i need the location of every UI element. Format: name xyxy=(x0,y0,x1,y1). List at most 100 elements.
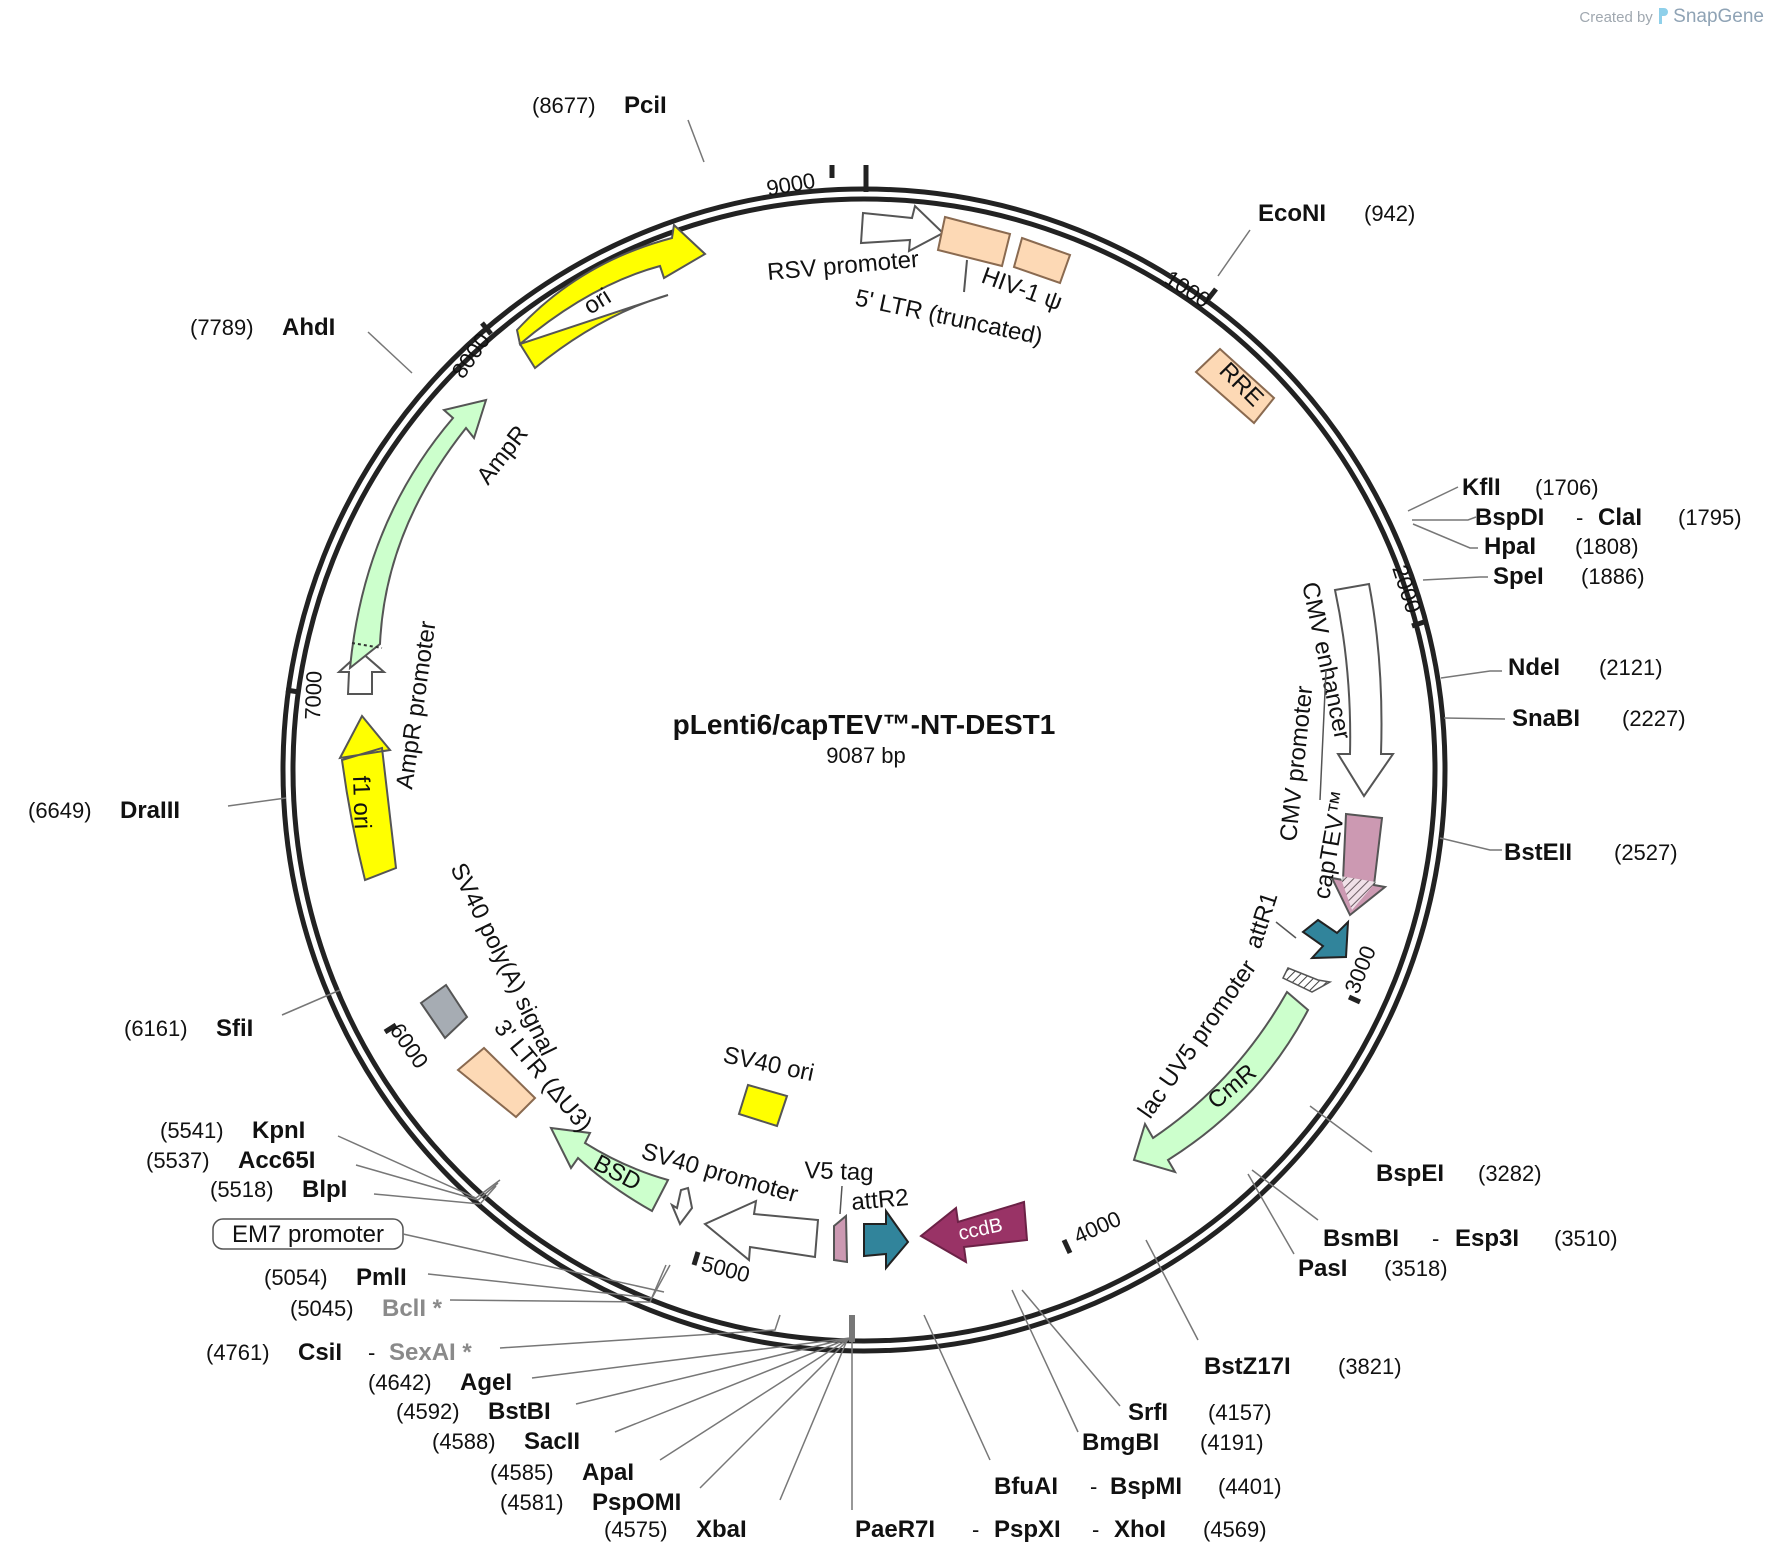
site-kpni[interactable]: (5541) KpnI xyxy=(160,1117,305,1144)
svg-text:BsmBI: BsmBI xyxy=(1323,1225,1399,1252)
plasmid-length: 9087 bp xyxy=(826,743,906,768)
svg-text:BclI *: BclI * xyxy=(382,1295,443,1322)
svg-text:HpaI: HpaI xyxy=(1484,533,1536,560)
site-bsmbi-esp3i[interactable]: BsmBI - Esp3I (3510) xyxy=(1323,1225,1618,1252)
amprprom-label: AmpR promoter xyxy=(391,619,441,790)
svg-text:PciI: PciI xyxy=(624,92,667,119)
v5-label: V5 tag xyxy=(804,1157,874,1186)
svg-text:BfuAI: BfuAI xyxy=(994,1473,1058,1500)
site-bsteii[interactable]: BstEII (2527) xyxy=(1504,839,1678,866)
svg-text:PmlI: PmlI xyxy=(356,1264,407,1291)
site-econi[interactable]: EcoNI (942) xyxy=(1258,200,1415,227)
svg-text:AgeI: AgeI xyxy=(460,1369,512,1396)
site-bfuai-bspmi[interactable]: BfuAI - BspMI (4401) xyxy=(994,1473,1282,1500)
site-hpai[interactable]: HpaI (1808) xyxy=(1484,533,1639,560)
svg-text:-: - xyxy=(1576,505,1583,530)
site-bspei[interactable]: BspEI (3282) xyxy=(1376,1160,1542,1187)
tick-8000 xyxy=(480,321,493,336)
site-agei[interactable]: (4642) AgeI xyxy=(368,1369,512,1396)
feature-v5-tag[interactable]: V5 tag xyxy=(804,1157,874,1264)
svg-text:KflI: KflI xyxy=(1462,474,1501,501)
snapgene-logo-icon xyxy=(1658,8,1668,24)
feature-ampr[interactable]: AmpR xyxy=(348,398,534,671)
svg-text:DraIII: DraIII xyxy=(120,797,180,824)
svg-text:EcoNI: EcoNI xyxy=(1258,200,1326,227)
site-spei[interactable]: SpeI (1886) xyxy=(1493,563,1645,590)
site-paer7i-pspxi-xhoi[interactable]: PaeR7I - PspXI - XhoI (4569) xyxy=(855,1516,1267,1543)
site-pmli[interactable]: (5054) PmlI xyxy=(264,1264,407,1291)
tick-label-4000: 4000 xyxy=(1070,1206,1125,1249)
svg-text:(2227): (2227) xyxy=(1622,706,1686,731)
site-ahdi[interactable]: (7789) AhdI xyxy=(190,314,335,341)
svg-text:SrfI: SrfI xyxy=(1128,1399,1168,1426)
tick-5000 xyxy=(691,1251,701,1266)
site-blpi[interactable]: (5518) BlpI xyxy=(210,1176,347,1203)
svg-text:Esp3I: Esp3I xyxy=(1455,1225,1519,1252)
svg-text:SexAI *: SexAI * xyxy=(389,1339,472,1366)
tick-label-9000: 9000 xyxy=(765,168,818,201)
tick-1000 xyxy=(1203,287,1218,305)
svg-text:(4588): (4588) xyxy=(432,1429,496,1454)
site-pasi[interactable]: PasI (3518) xyxy=(1298,1255,1448,1282)
feature-f1-ori[interactable]: f1 ori xyxy=(338,714,398,882)
site-csii-sexai[interactable]: (4761) CsiI - SexAI * xyxy=(206,1339,472,1366)
site-acc65i[interactable]: (5537) Acc65I xyxy=(146,1147,315,1174)
svg-text:(5518): (5518) xyxy=(210,1177,274,1202)
svg-text:(3518): (3518) xyxy=(1384,1256,1448,1281)
site-bspdi-clai[interactable]: BspDI - ClaI (1795) xyxy=(1475,504,1742,531)
credit-brand: SnapGene xyxy=(1673,6,1764,27)
site-bstbi[interactable]: (4592) BstBI xyxy=(396,1398,551,1425)
tick-label-6000: 6000 xyxy=(385,1019,434,1073)
attr2-label: attR2 xyxy=(850,1184,910,1216)
svg-text:-: - xyxy=(1090,1474,1097,1499)
feature-sv40-promoter[interactable]: SV40 promoter xyxy=(638,1138,820,1262)
svg-text:PaeR7I: PaeR7I xyxy=(855,1516,935,1543)
svg-text:KpnI: KpnI xyxy=(252,1117,305,1144)
sv40prom-label: SV40 promoter xyxy=(638,1138,801,1208)
svg-text:(5537): (5537) xyxy=(146,1148,210,1173)
tick-7000 xyxy=(285,687,300,695)
svg-text:(5541): (5541) xyxy=(160,1118,224,1143)
feature-captev[interactable]: capTEV™ xyxy=(1308,789,1388,917)
feature-attr2[interactable]: attR2 xyxy=(850,1184,910,1271)
site-draiii[interactable]: (6649) DraIII xyxy=(28,797,180,824)
feature-sv40-ori[interactable]: SV40 ori xyxy=(721,1041,817,1128)
site-pspomi[interactable]: (4581) PspOMI xyxy=(500,1489,681,1516)
svg-text:(4585): (4585) xyxy=(490,1460,554,1485)
svg-text:(8677): (8677) xyxy=(532,93,596,118)
svg-text:(4191): (4191) xyxy=(1200,1430,1264,1455)
svg-text:(2527): (2527) xyxy=(1614,840,1678,865)
svg-text:(1706): (1706) xyxy=(1535,475,1599,500)
rsv-label: RSV promoter xyxy=(766,246,920,286)
site-bmgbi[interactable]: BmgBI (4191) xyxy=(1082,1429,1264,1456)
site-srfi[interactable]: SrfI (4157) xyxy=(1128,1399,1272,1426)
f1ori-label: f1 ori xyxy=(347,775,376,829)
svg-text:BstBI: BstBI xyxy=(488,1398,551,1425)
credit-prefix: Created by xyxy=(1579,9,1653,26)
em7-label: EM7 promoter xyxy=(232,1221,384,1248)
tick-2000 xyxy=(1411,619,1425,629)
sv40ori-label: SV40 ori xyxy=(721,1041,817,1087)
site-snabi[interactable]: SnaBI (2227) xyxy=(1512,705,1686,732)
site-pcii[interactable]: (8677) PciI xyxy=(532,92,667,119)
site-apai[interactable]: (4585) ApaI xyxy=(490,1459,634,1486)
site-kfli[interactable]: KflI (1706) xyxy=(1462,474,1599,501)
site-bstz17i[interactable]: BstZ17I (3821) xyxy=(1204,1353,1402,1380)
site-sfii[interactable]: (6161) SfiI xyxy=(124,1015,253,1042)
svg-text:(1795): (1795) xyxy=(1678,505,1742,530)
feature-rsv-promoter[interactable]: RSV promoter xyxy=(766,204,945,286)
site-bcli[interactable]: (5045) BclI * xyxy=(290,1295,443,1322)
snapgene-credit: Created by SnapGene xyxy=(1579,6,1764,28)
feature-ccdb[interactable]: ccdB xyxy=(919,1200,1029,1264)
feature-cmv-promoter: CMV promoter xyxy=(1275,669,1327,843)
svg-text:SacII: SacII xyxy=(524,1428,580,1455)
site-xbai[interactable]: (4575) XbaI xyxy=(604,1516,747,1543)
feature-em7-promoter[interactable] xyxy=(669,1186,694,1226)
site-ndei[interactable]: NdeI (2121) xyxy=(1508,654,1663,681)
svg-text:BspMI: BspMI xyxy=(1110,1473,1182,1500)
svg-text:CsiI: CsiI xyxy=(298,1339,342,1366)
svg-text:XhoI: XhoI xyxy=(1114,1516,1166,1543)
site-sacii[interactable]: (4588) SacII xyxy=(432,1428,580,1455)
svg-text:BmgBI: BmgBI xyxy=(1082,1429,1159,1456)
